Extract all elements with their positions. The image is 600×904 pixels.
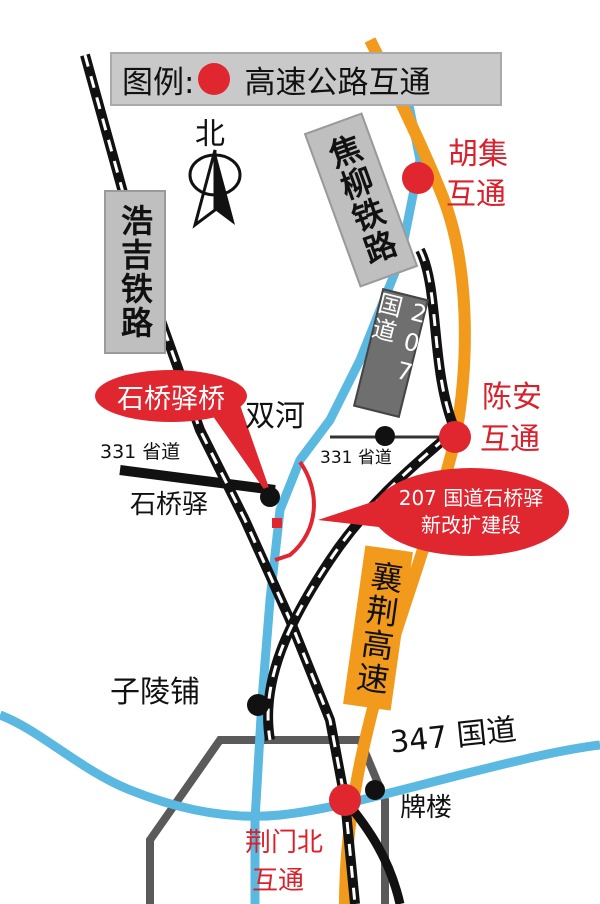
station-shuanghe <box>375 426 395 446</box>
interchange-chenan-line1: 陈安 <box>482 380 542 415</box>
interchange-huji <box>402 162 434 194</box>
road-331-left <box>119 465 276 495</box>
north-arrow <box>188 149 242 229</box>
station-shiqiaoyi <box>260 487 280 507</box>
interchange-jingmenbei <box>329 784 361 816</box>
interchange-huji-line2: 互通 <box>446 177 506 212</box>
interchange-jingmenbei-line2: 互通 <box>252 866 305 896</box>
interchange-jingmenbei-line1: 荆门北 <box>245 828 324 858</box>
north-label: 北 <box>195 117 225 152</box>
place-shiqiaoyi: 石桥驿 <box>130 490 209 520</box>
station-pailou <box>365 780 385 800</box>
callout-section-pointer <box>318 500 388 528</box>
interchange-chenan <box>439 421 471 453</box>
road-347 <box>0 710 600 821</box>
city-ring-road <box>146 736 389 904</box>
callout-bridge: 石桥驿桥 <box>95 370 247 422</box>
place-shuanghe: 双河 <box>245 399 305 434</box>
callout-bridge-pointer <box>210 405 275 505</box>
place-pailou: 牌楼 <box>400 793 453 823</box>
place-zilingpu: 子陵铺 <box>110 675 200 710</box>
station-zilingpu <box>247 694 269 716</box>
legend-dot-icon <box>198 63 231 95</box>
new-section <box>274 460 316 562</box>
legend-prefix: 图例: <box>122 64 195 101</box>
interchange-huji-line1: 胡集 <box>448 137 508 172</box>
road-207 <box>250 59 425 904</box>
road-331-right-label: 331 省道 <box>320 448 392 468</box>
interchange-chenan-line2: 互通 <box>480 422 540 457</box>
road-331-left-label: 331 省道 <box>100 441 181 463</box>
legend-text: 高速公路互通 <box>244 64 431 101</box>
callout-section: 207 国道石桥驿 新改扩建段 <box>373 468 569 556</box>
legend: 图例: 高速公路互通 <box>110 52 502 106</box>
railway-haoji-label: 浩吉铁路 <box>104 190 166 354</box>
bridge-marker <box>272 518 282 528</box>
